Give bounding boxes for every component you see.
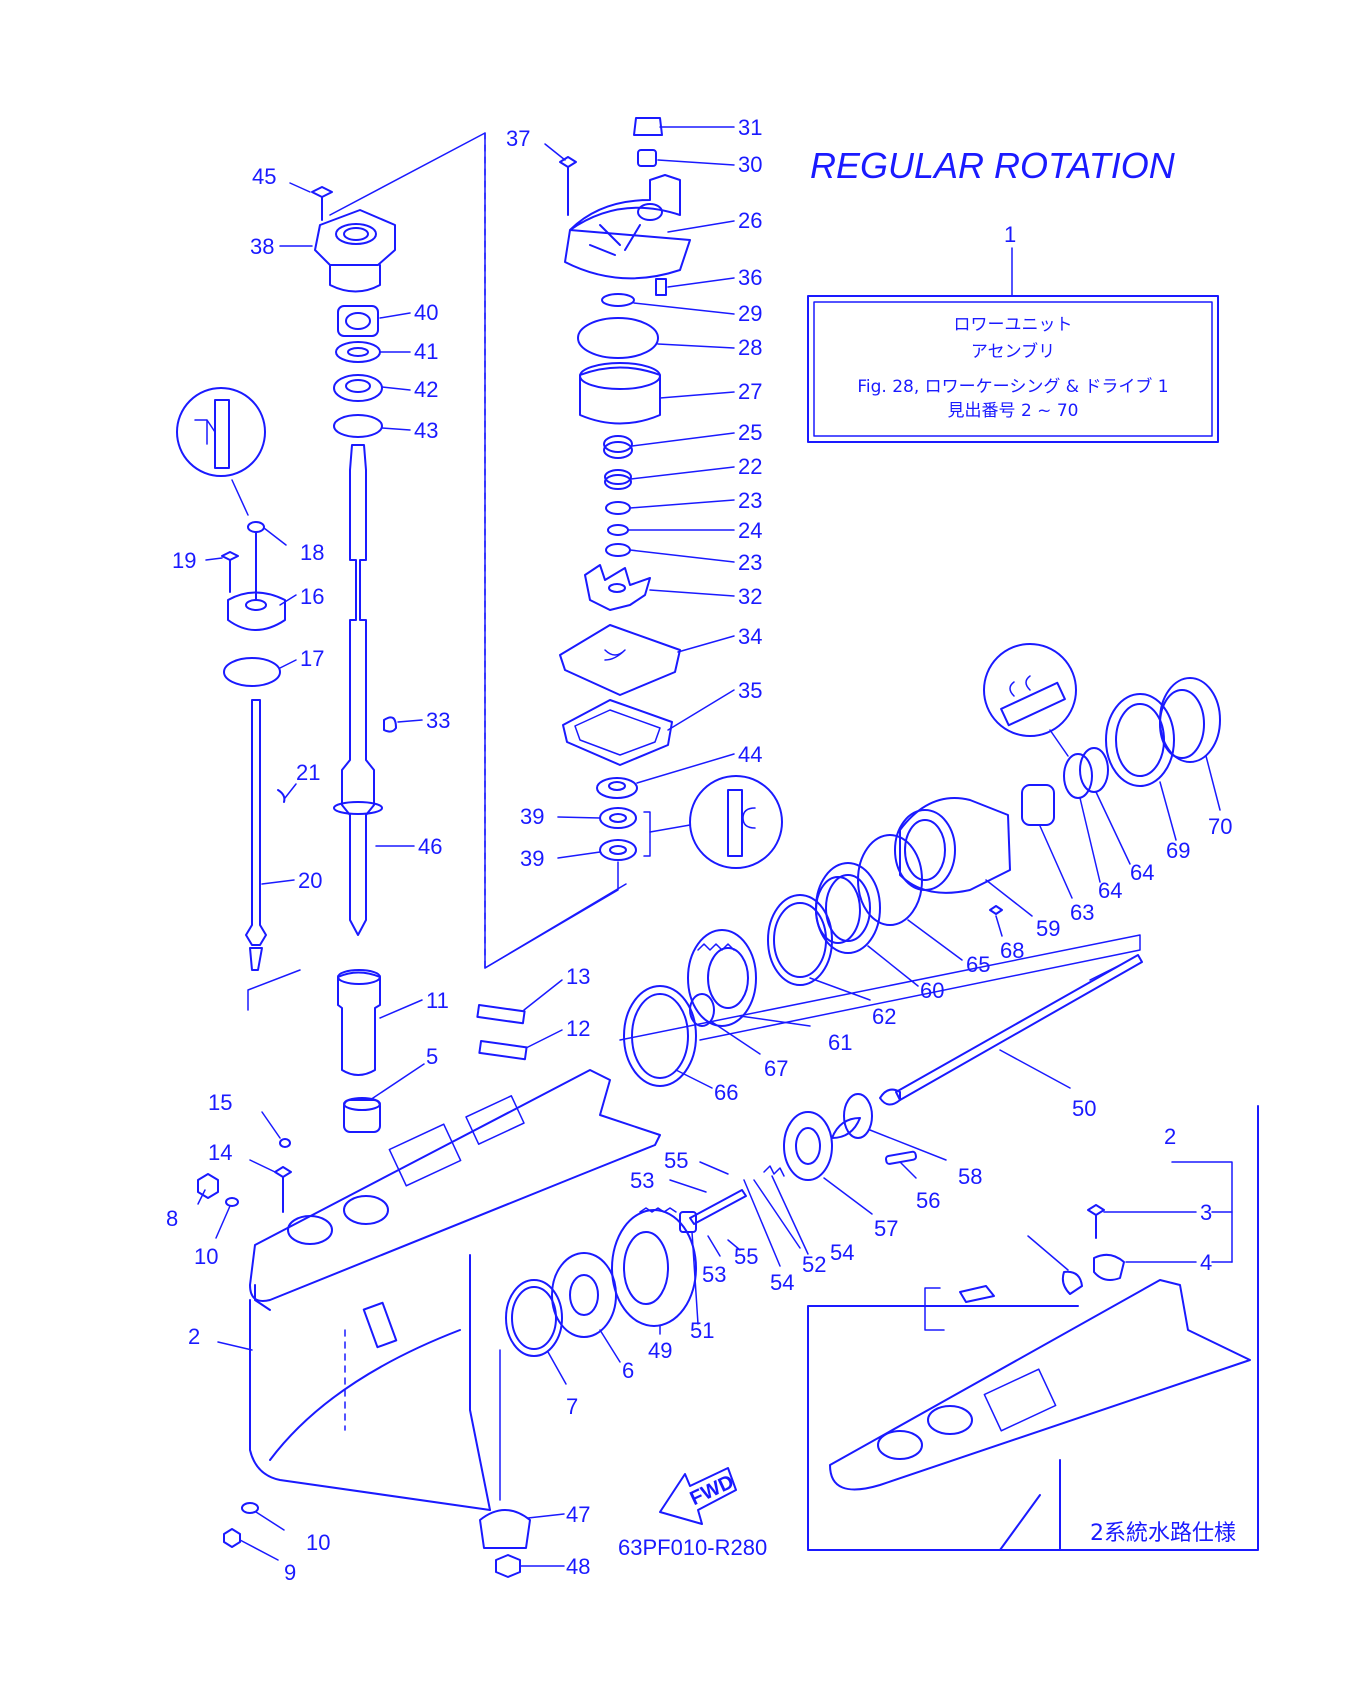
callout-label: 8 xyxy=(166,1206,178,1231)
callout-label: 32 xyxy=(738,584,762,609)
callout-label: 24 xyxy=(738,518,762,543)
assembly-line3: Fig. 28, ロワーケーシング & ドライブ 1 xyxy=(857,376,1168,397)
callout-label: 16 xyxy=(300,584,324,609)
drawing-code: 63PF010-R280 xyxy=(618,1535,767,1560)
callout-label: 43 xyxy=(414,418,438,443)
assembly-line2: アセンブリ xyxy=(971,341,1055,362)
callout-label: 53 xyxy=(702,1262,726,1287)
callout-label: 54 xyxy=(830,1240,854,1265)
assembly-box: 1 ロワーユニット アセンブリ Fig. 28, ロワーケーシング & ドライブ… xyxy=(807,222,1219,443)
callout-label: 31 xyxy=(738,115,762,140)
callout-label: 9 xyxy=(284,1560,296,1585)
callout-label: 23 xyxy=(738,550,762,575)
callout-label: 10 xyxy=(194,1244,218,1269)
callout-label: 18 xyxy=(300,540,324,565)
callout-label: 11 xyxy=(426,988,449,1013)
callout-label: 5 xyxy=(426,1044,438,1069)
callout-label: 68 xyxy=(1000,938,1024,963)
lower-casing xyxy=(197,1003,661,1548)
inset-ref-3: 3 xyxy=(1200,1200,1212,1225)
divider-lines xyxy=(247,132,1141,1041)
callout-label: 27 xyxy=(738,379,762,404)
callout-label: 49 xyxy=(648,1338,672,1363)
callout-label: 22 xyxy=(738,454,762,479)
callout-label: 35 xyxy=(738,678,762,703)
callout-label: 55 xyxy=(664,1148,688,1173)
callout-label: 63 xyxy=(1070,900,1094,925)
callout-label: 20 xyxy=(298,868,322,893)
callout-label: 64 xyxy=(1130,860,1154,885)
callout-labels: 31 30 37 26 45 36 38 29 28 40 41 27 42 4… xyxy=(166,115,1232,1585)
callout-label: 58 xyxy=(958,1164,982,1189)
callout-label: 48 xyxy=(566,1554,590,1579)
callout-label: 40 xyxy=(414,300,438,325)
inset-dual-water-passage xyxy=(807,1105,1259,1551)
callout-label: 69 xyxy=(1166,838,1190,863)
callout-label: 59 xyxy=(1036,916,1060,941)
callout-label: 13 xyxy=(566,964,590,989)
callout-label: 62 xyxy=(872,1004,896,1029)
assembly-ref: 1 xyxy=(1004,222,1016,247)
inset-ref-4: 4 xyxy=(1200,1250,1212,1275)
callout-label: 54 xyxy=(770,1270,794,1295)
callout-label: 17 xyxy=(300,646,324,671)
callout-label: 7 xyxy=(566,1394,578,1419)
assembly-line1: ロワーユニット xyxy=(954,315,1073,335)
callout-label: 70 xyxy=(1208,814,1232,839)
callout-label: 10 xyxy=(306,1530,330,1555)
callout-label: 57 xyxy=(874,1216,898,1241)
callout-label: 50 xyxy=(1072,1096,1096,1121)
callout-label: 37 xyxy=(506,126,530,151)
callout-label: 34 xyxy=(738,624,762,649)
callout-label: 38 xyxy=(250,234,274,259)
callout-label: 60 xyxy=(920,978,944,1003)
callout-label: 53 xyxy=(630,1168,654,1193)
callout-label: 42 xyxy=(414,377,438,402)
callout-label: 39 xyxy=(520,846,544,871)
callout-label: 66 xyxy=(714,1080,738,1105)
forward-arrow: FWD xyxy=(659,1467,738,1525)
assembly-line4: 見出番号 2 ~ 70 xyxy=(948,401,1079,421)
diagram-title: REGULAR ROTATION xyxy=(810,145,1176,186)
callout-label: 19 xyxy=(172,548,196,573)
callout-label: 67 xyxy=(764,1056,788,1081)
callout-label: 12 xyxy=(566,1016,590,1041)
drive-shaft-assembly xyxy=(176,186,397,1133)
callout-label: 55 xyxy=(734,1244,758,1269)
callout-label: 23 xyxy=(738,488,762,513)
inset-caption: 2系統水路仕様 xyxy=(1090,1521,1236,1546)
water-pump-assembly xyxy=(484,117,783,969)
callout-label: 30 xyxy=(738,152,762,177)
callout-label: 25 xyxy=(738,420,762,445)
inset-ref: 2 xyxy=(1164,1124,1176,1149)
callout-label: 26 xyxy=(738,208,762,233)
callout-label: 61 xyxy=(828,1030,852,1055)
callout-label: 15 xyxy=(208,1090,232,1115)
callout-label: 46 xyxy=(418,834,442,859)
callout-label: 21 xyxy=(296,760,320,785)
callout-label: 29 xyxy=(738,301,762,326)
callout-label: 28 xyxy=(738,335,762,360)
callout-label: 6 xyxy=(622,1358,634,1383)
callout-label: 52 xyxy=(802,1252,826,1277)
callout-label: 39 xyxy=(520,804,544,829)
callout-label: 45 xyxy=(252,164,276,189)
callout-label: 65 xyxy=(966,952,990,977)
callout-label: 33 xyxy=(426,708,450,733)
fwd-label: FWD xyxy=(687,1471,738,1510)
leader-lines xyxy=(197,126,1221,1567)
callout-label: 36 xyxy=(738,265,762,290)
callout-label: 41 xyxy=(414,339,438,364)
callout-label: 14 xyxy=(208,1140,232,1165)
callout-label: 2 xyxy=(188,1324,200,1349)
propeller-shaft-assembly xyxy=(479,643,1221,1578)
callout-label: 64 xyxy=(1098,878,1122,903)
callout-label: 56 xyxy=(916,1188,940,1213)
callout-label: 51 xyxy=(690,1318,714,1343)
callout-label: 44 xyxy=(738,742,762,767)
callout-label: 47 xyxy=(566,1502,590,1527)
